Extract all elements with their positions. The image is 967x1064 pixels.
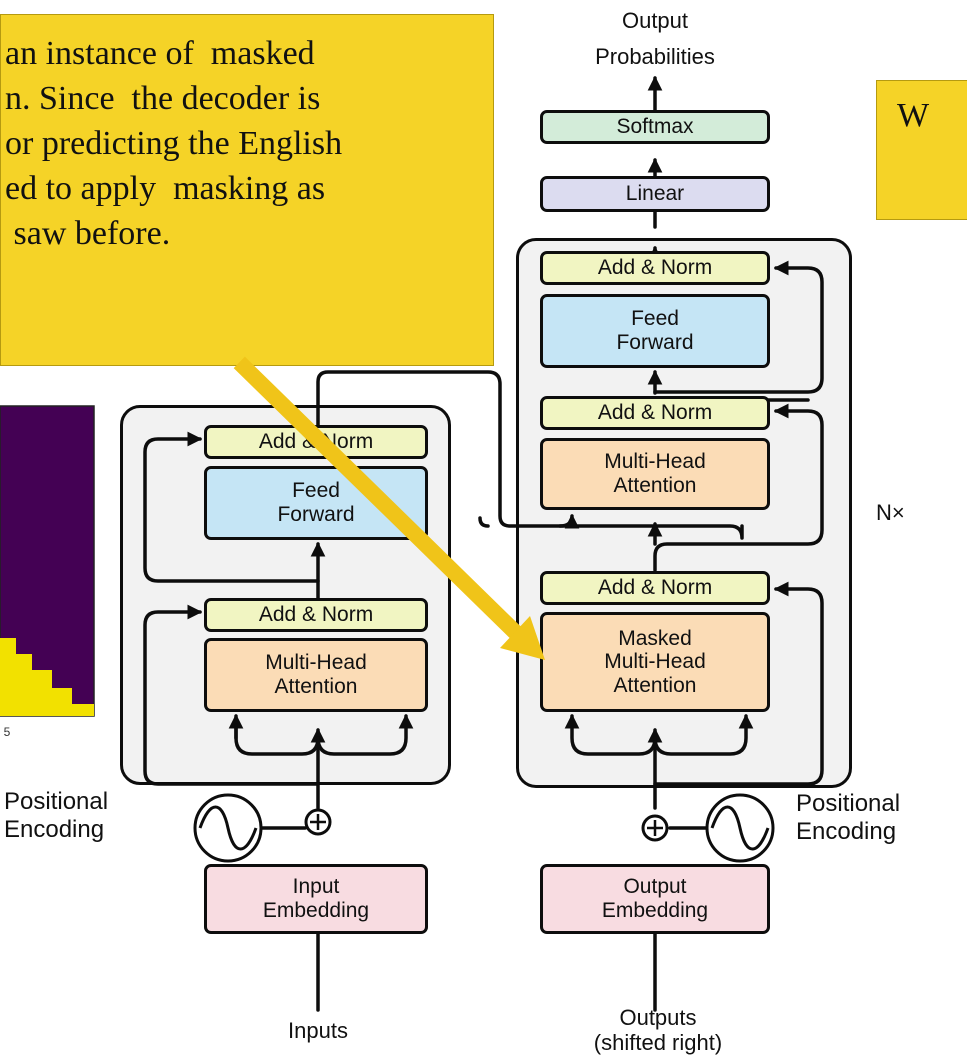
callout-note: an instance of masked n. Since the decod… [0, 14, 494, 366]
masked-multi-head-attention: Masked Multi-Head Attention [540, 612, 770, 712]
mask-heatmap-svg [0, 405, 95, 717]
decoder-multi-head-attention: Multi-Head Attention [540, 438, 770, 510]
outputs-label: Outputs (shifted right) [593, 1005, 723, 1056]
output-probabilities-line1: Output [621, 8, 689, 33]
input-embedding: Input Embedding [204, 864, 428, 934]
decoder-add-norm-top: Add & Norm [540, 251, 770, 285]
softmax-box: Softmax [540, 110, 770, 144]
heatmap-tick-label: 5 [3, 725, 11, 739]
decoder-positional-wave-icon [705, 793, 775, 863]
right-note-text: W [897, 97, 930, 134]
callout-text: an instance of masked n. Since the decod… [5, 35, 343, 252]
encoder-positional-encoding-label: Positional Encoding [4, 788, 109, 843]
decoder-feed-forward: Feed Forward [540, 294, 770, 368]
decoder-add-norm-low: Add & Norm [540, 571, 770, 605]
right-note: W [876, 80, 967, 220]
linear-box: Linear [540, 176, 770, 212]
decoder-add-norm-mid: Add & Norm [540, 396, 770, 430]
encoder-multi-head-attention: Multi-Head Attention [204, 638, 428, 712]
mask-heatmap [0, 405, 96, 718]
output-probabilities-line2: Probabilities [595, 44, 715, 69]
output-embedding: Output Embedding [540, 864, 770, 934]
decoder-positional-encoding-label: Positional Encoding [796, 790, 901, 845]
encoder-positional-wave-icon [193, 793, 263, 863]
encoder-add-norm-low: Add & Norm [204, 598, 428, 632]
inputs-label: Inputs [288, 1018, 348, 1043]
nx-label: N× [876, 500, 905, 525]
